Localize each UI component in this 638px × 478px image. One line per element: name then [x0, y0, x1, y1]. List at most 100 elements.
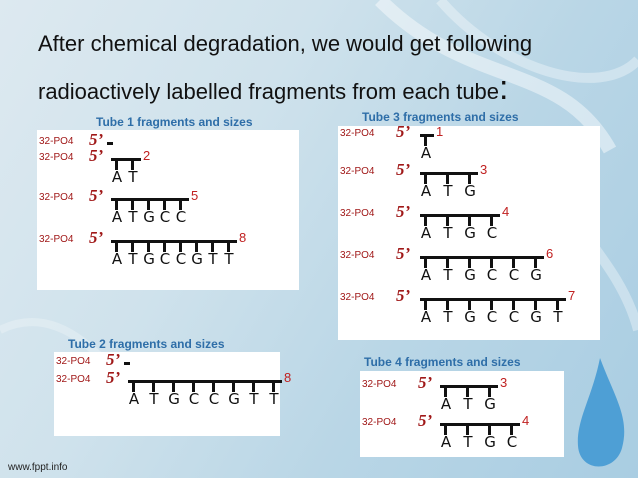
nucleotide-letter: T [205, 250, 221, 268]
five-prime-label: 5’ [106, 350, 120, 370]
nucleotide-letter: G [528, 266, 544, 284]
nucleotide-letter: A [418, 182, 434, 200]
tube1-label: Tube 1 fragments and sizes [96, 115, 253, 129]
fragment-size-label: 8 [284, 370, 291, 385]
fragment-size-label: 3 [500, 375, 507, 390]
nucleotide-letter: C [157, 250, 173, 268]
fragment-size-label: 1 [436, 124, 443, 139]
fragment-size-label: 4 [502, 204, 509, 219]
nucleotide-letter: C [504, 433, 520, 451]
fragment-bar [420, 134, 434, 137]
nucleotide-letter: T [440, 182, 456, 200]
title-line-1: After chemical degradation, we would get… [38, 31, 532, 56]
nucleotide-letter: C [506, 308, 522, 326]
nucleotide-letter: A [418, 308, 434, 326]
five-prime-label: 5’ [418, 373, 432, 393]
five-prime-label: 5’ [396, 244, 410, 264]
nucleotide-letter: A [109, 168, 125, 186]
fragment-row: 32-PO45’ATGCCGTT8 [37, 234, 299, 270]
nucleotide-letter: T [460, 395, 476, 413]
tube3-label: Tube 3 fragments and sizes [362, 110, 519, 124]
fragment-size-label: 5 [191, 188, 198, 203]
footer-url: www.fppt.info [8, 462, 67, 473]
five-prime-label: 5’ [106, 368, 120, 388]
phosphate-label: 32-PO4 [340, 128, 374, 139]
fragment-size-label: 4 [522, 413, 529, 428]
fragment-size-label: 2 [143, 148, 150, 163]
fragment-bar [420, 298, 566, 301]
phosphate-label: 32-PO4 [39, 152, 73, 163]
phosphate-label: 32-PO4 [39, 234, 73, 245]
short-dash [107, 142, 113, 145]
nucleotide-letter: T [221, 250, 237, 268]
nucleotide-letter: G [141, 208, 157, 226]
tube4-label: Tube 4 fragments and sizes [364, 355, 521, 369]
phosphate-label: 32-PO4 [362, 417, 396, 428]
nucleotide-letter: A [109, 250, 125, 268]
fragment-row: 32-PO45’AT2 [37, 152, 299, 188]
phosphate-label: 32-PO4 [340, 208, 374, 219]
nucleotide-letter: T [125, 208, 141, 226]
nucleotide-letter: G [141, 250, 157, 268]
nucleotide-letter: C [173, 250, 189, 268]
five-prime-label: 5’ [396, 286, 410, 306]
title-line-2: radioactively labelled fragments from ea… [38, 79, 499, 104]
nucleotide-letter: G [166, 390, 182, 408]
nucleotide-letter: T [440, 308, 456, 326]
short-dash [124, 362, 130, 365]
slide-title: After chemical degradation, we would get… [38, 22, 618, 114]
nucleotide-letter: A [418, 266, 434, 284]
nucleotide-letter: T [550, 308, 566, 326]
fragment-row: 32-PO45’ATGCCGTT8 [54, 374, 280, 410]
nucleotide-letter: T [246, 390, 262, 408]
nucleotide-letter: C [173, 208, 189, 226]
five-prime-label: 5’ [396, 202, 410, 222]
nucleotide-letter: G [462, 224, 478, 242]
fragment-size-label: 7 [568, 288, 575, 303]
fragment-bar [420, 214, 500, 217]
fragment-size-label: 8 [239, 230, 246, 245]
nucleotide-letter: C [506, 266, 522, 284]
fragment-size-label: 3 [480, 162, 487, 177]
nucleotide-letter: G [482, 433, 498, 451]
nucleotide-letter: C [484, 308, 500, 326]
nucleotide-letter: T [125, 250, 141, 268]
fragment-bar [111, 240, 237, 243]
fragment-bar [440, 423, 520, 426]
fragment-bar [420, 256, 544, 259]
nucleotide-letter: G [462, 182, 478, 200]
tube2-label: Tube 2 fragments and sizes [68, 337, 225, 351]
nucleotide-letter: A [418, 224, 434, 242]
tube2-panel: 32-PO45’32-PO45’ATGCCGTT8 [54, 352, 280, 436]
phosphate-label: 32-PO4 [56, 356, 90, 367]
nucleotide-letter: T [460, 433, 476, 451]
nucleotide-letter: G [528, 308, 544, 326]
nucleotide-letter: C [206, 390, 222, 408]
phosphate-label: 32-PO4 [56, 374, 90, 385]
nucleotide-letter: T [266, 390, 282, 408]
nucleotide-letter: G [482, 395, 498, 413]
tube3-panel: 32-PO45’A132-PO45’ATG332-PO45’ATGC432-PO… [338, 126, 600, 340]
title-colon: : [499, 69, 508, 107]
nucleotide-letter: C [484, 224, 500, 242]
phosphate-label: 32-PO4 [340, 166, 374, 177]
nucleotide-letter: A [126, 390, 142, 408]
fragment-size-label: 6 [546, 246, 553, 261]
nucleotide-letter: T [440, 266, 456, 284]
nucleotide-letter: A [418, 144, 434, 162]
nucleotide-letter: C [186, 390, 202, 408]
five-prime-label: 5’ [89, 228, 103, 248]
phosphate-label: 32-PO4 [340, 292, 374, 303]
nucleotide-letter: C [157, 208, 173, 226]
nucleotide-letter: A [438, 395, 454, 413]
nucleotide-letter: T [125, 168, 141, 186]
